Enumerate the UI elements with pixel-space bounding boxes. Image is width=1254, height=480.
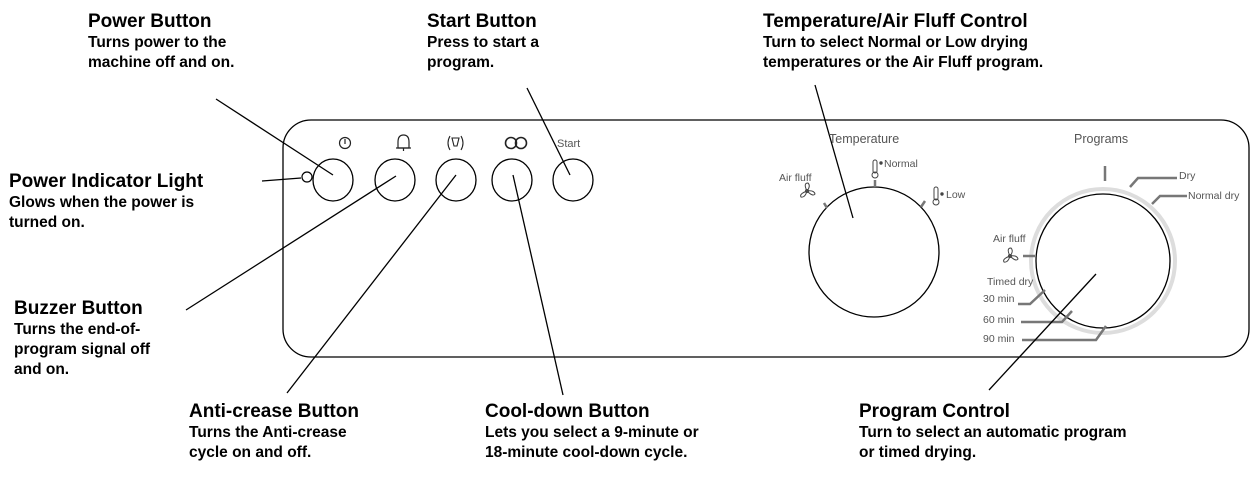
temp-air-fluff-label: Air fluff	[779, 172, 812, 184]
callout-title: Buzzer Button	[14, 298, 143, 319]
fan-icon	[1003, 247, 1019, 263]
start-button-callout: Start Button Press to start a program.	[427, 10, 539, 73]
program-knob-ring	[1029, 187, 1177, 335]
prog-90-min-label: 90 min	[983, 333, 1015, 345]
callout-title: Start Button	[427, 11, 537, 32]
callout-title: Temperature/Air Fluff Control	[763, 11, 1028, 32]
prog-normal-dry-label: Normal dry	[1188, 190, 1240, 202]
leader-lines	[185, 84, 1097, 396]
anti-crease-button-callout: Anti-crease Button Turns the Anti-crease…	[189, 400, 359, 463]
cool-down-button[interactable]	[491, 158, 533, 202]
temp-normal-label: Normal	[884, 158, 918, 170]
callout-description: Turn to select an automatic program or t…	[859, 424, 1127, 461]
anti-crease-icon	[447, 135, 464, 151]
thermometer-icon	[871, 159, 883, 179]
prog-timed-dry-label: Timed dry	[987, 276, 1034, 288]
callout-title: Power Button	[88, 11, 212, 32]
temp-low-label: Low	[946, 189, 966, 201]
power-indicator-light	[301, 171, 313, 183]
cool-down-icon	[504, 136, 528, 150]
callout-title: Anti-crease Button	[189, 401, 359, 422]
callout-title: Program Control	[859, 401, 1010, 422]
program-scale-marks	[1018, 166, 1187, 342]
prog-dry-label: Dry	[1179, 170, 1196, 182]
power-icon	[338, 136, 352, 150]
callout-description: Press to start a program.	[427, 34, 539, 71]
callout-title: Cool-down Button	[485, 401, 650, 422]
anti-crease-button[interactable]	[435, 158, 477, 202]
power-button-callout: Power Button Turns power to the machine …	[88, 10, 234, 73]
program-control-callout: Program Control Turn to select an automa…	[859, 400, 1127, 463]
callout-description: Turns the Anti-crease cycle on and off.	[189, 424, 347, 461]
program-knob[interactable]	[1035, 193, 1171, 329]
programs-heading: Programs	[1074, 132, 1129, 146]
power-indicator-callout: Power Indicator Light Glows when the pow…	[9, 170, 203, 233]
buzzer-button[interactable]	[374, 158, 416, 202]
bell-icon	[396, 134, 411, 151]
start-button[interactable]	[552, 158, 594, 202]
start-label: Start	[557, 138, 581, 150]
callout-description: Lets you select a 9-minute or 18-minute …	[485, 424, 699, 461]
fan-icon	[800, 182, 816, 198]
power-button[interactable]	[312, 158, 354, 202]
callout-description: Glows when the power is turned on.	[9, 194, 195, 231]
thermometer-icon	[932, 186, 944, 206]
prog-60-min-label: 60 min	[983, 314, 1015, 326]
callout-title: Power Indicator Light	[9, 171, 204, 192]
buzzer-button-callout: Buzzer Button Turns the end-of- program …	[14, 297, 150, 380]
temperature-control-callout: Temperature/Air Fluff Control Turn to se…	[763, 10, 1043, 73]
callout-description: Turn to select Normal or Low drying temp…	[763, 34, 1044, 71]
prog-30-min-label: 30 min	[983, 293, 1015, 305]
cool-down-button-callout: Cool-down Button Lets you select a 9-min…	[485, 400, 699, 463]
callout-description: Turns power to the machine off and on.	[88, 34, 235, 71]
temperature-heading: Temperature	[829, 132, 900, 146]
temperature-knob[interactable]	[808, 186, 940, 318]
callout-description: Turns the end-of- program signal off and…	[14, 321, 151, 378]
control-panel	[282, 119, 1250, 358]
temperature-scale-marks	[822, 180, 927, 209]
prog-air-fluff-label: Air fluff	[993, 233, 1026, 245]
